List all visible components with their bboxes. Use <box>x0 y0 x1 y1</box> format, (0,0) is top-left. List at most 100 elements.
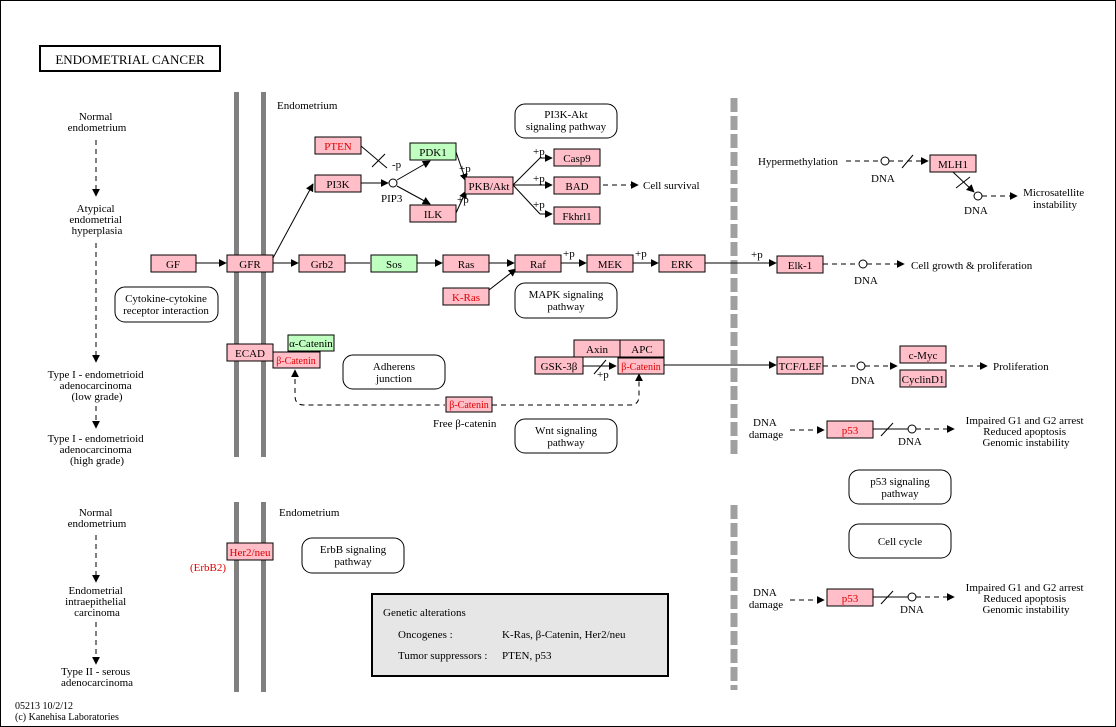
svg-text:β-Catenin: β-Catenin <box>449 400 489 411</box>
gene-grb2[interactable]: Grb2 <box>298 254 346 273</box>
label-dna-damage-top: DNA damage <box>749 417 783 441</box>
legend-oncogenes-value: K-Ras, β-Catenin, Her2/neu <box>502 629 626 641</box>
svg-text:GF: GF <box>166 259 180 271</box>
gene-pi3k[interactable]: PI3K <box>314 174 362 193</box>
pathway-erbb[interactable]: ErbB signaling pathway <box>301 537 405 574</box>
pathway-pi3k-akt[interactable]: PI3K-Akt signaling pathway <box>514 103 618 139</box>
footer-code: 05213 10/2/12 <box>15 701 73 712</box>
dna-node-msi <box>973 191 983 201</box>
svg-text:receptor interaction: receptor interaction <box>123 305 209 317</box>
gene-tcf-lef[interactable]: TCF/LEF <box>776 356 824 375</box>
gene-bad[interactable]: BAD <box>553 176 601 195</box>
svg-text:PKB/Akt: PKB/Akt <box>469 181 510 193</box>
gene-gf[interactable]: GF <box>150 254 197 273</box>
gene-casp9[interactable]: Casp9 <box>553 148 601 167</box>
stage-type1-low-grade: Type I - endometrioid adenocarcinoma (lo… <box>48 369 147 403</box>
pathway-wnt[interactable]: Wnt signaling pathway <box>514 418 618 454</box>
legend-oncogenes-label: Oncogenes : <box>398 629 453 641</box>
edge-free-catenin-to-membrane <box>291 369 445 406</box>
stage-type2-serous: Type II - serous adenocarcinoma <box>61 666 133 689</box>
svg-text:+p: +p <box>635 248 647 260</box>
svg-text:Raf: Raf <box>530 259 546 271</box>
gene-beta-catenin-membrane[interactable]: β-Catenin <box>272 351 321 369</box>
pathway-adherens[interactable]: Adherens junction <box>342 354 446 390</box>
svg-text:APC: APC <box>631 344 652 356</box>
gene-beta-catenin-free[interactable]: β-Catenin <box>445 396 493 413</box>
pathway-mapk[interactable]: MAPK signaling pathway <box>514 282 618 319</box>
svg-text:Ras: Ras <box>458 259 475 271</box>
gene-c-myc[interactable]: c-Myc <box>899 345 947 364</box>
gene-raf[interactable]: Raf <box>514 254 562 273</box>
label-cell-growth: Cell growth & proliferation <box>911 260 1033 272</box>
gene-p53-top[interactable]: p53 <box>826 420 874 439</box>
svg-text:+p: +p <box>533 199 545 211</box>
dna-node-tcf <box>856 361 866 371</box>
title-box <box>39 45 221 72</box>
stage-atypical-hyperplasia: Atypical endometrial hyperplasia <box>69 203 124 237</box>
membrane-bar-right-bottom <box>261 502 266 692</box>
membrane-bar-left-top <box>234 92 239 457</box>
svg-text:Grb2: Grb2 <box>311 259 334 271</box>
svg-text:MEK: MEK <box>598 259 623 271</box>
gene-p53-bottom[interactable]: p53 <box>826 588 874 607</box>
gene-gsk-3b[interactable]: GSK-3β <box>534 356 584 375</box>
svg-text:GFR: GFR <box>239 259 261 271</box>
gene-ecad[interactable]: ECAD <box>226 343 274 362</box>
svg-text:Axin: Axin <box>586 344 609 356</box>
gene-pten[interactable]: PTEN <box>314 136 362 155</box>
gene-apc[interactable]: APC <box>619 339 665 358</box>
gene-cyclind1[interactable]: CyclinD1 <box>899 369 947 388</box>
gene-sos[interactable]: Sos <box>370 254 418 273</box>
svg-text:pathway: pathway <box>881 488 919 500</box>
label-hypermethylation: Hypermethylation <box>758 156 839 168</box>
label-erbb2: (ErbB2) <box>190 562 226 574</box>
svg-text:BAD: BAD <box>565 181 588 193</box>
pathway-cytokine[interactable]: Cytokine-cytokine receptor interaction <box>114 286 219 323</box>
svg-text:+p: +p <box>533 146 545 158</box>
svg-text:+p: +p <box>751 249 763 261</box>
gene-fkhrl1[interactable]: Fkhrl1 <box>553 206 601 225</box>
gene-pkb-akt[interactable]: PKB/Akt <box>464 176 514 195</box>
gene-mlh1[interactable]: MLH1 <box>929 154 977 173</box>
dna-node-p53-bottom <box>907 592 917 602</box>
svg-text:β-Catenin: β-Catenin <box>276 356 316 367</box>
svg-text:Cytokine-cytokine: Cytokine-cytokine <box>125 293 207 305</box>
pathway-cell-cycle[interactable]: Cell cycle <box>848 523 952 559</box>
gene-ras[interactable]: Ras <box>442 254 490 273</box>
gene-pdk1[interactable]: PDK1 <box>409 142 457 161</box>
genetic-alterations-legend: Genetic alterations Oncogenes : K-Ras, β… <box>371 593 669 677</box>
gene-ilk[interactable]: ILK <box>409 204 457 223</box>
gene-mek[interactable]: MEK <box>586 254 634 273</box>
svg-text:p53: p53 <box>842 593 859 605</box>
gene-elk-1[interactable]: Elk-1 <box>776 255 824 274</box>
svg-text:+p: +p <box>597 369 609 381</box>
svg-text:TCF/LEF: TCF/LEF <box>779 361 822 373</box>
stage-column-top: Normal endometrium Atypical endometrial … <box>48 111 147 467</box>
svg-text:DNA: DNA <box>854 275 878 287</box>
legend-suppressors-value: PTEN, p53 <box>502 650 552 662</box>
gene-erk[interactable]: ERK <box>658 254 706 273</box>
svg-text:Fkhrl1: Fkhrl1 <box>562 211 591 223</box>
svg-text:c-Myc: c-Myc <box>909 350 938 362</box>
gene-alpha-catenin[interactable]: α-Catenin <box>287 334 335 352</box>
label-free-beta-catenin: Free β-catenin <box>433 418 497 430</box>
stage-normal-bottom: Normal endometrium <box>68 507 127 530</box>
edge-free-catenin-to-complex <box>492 373 643 406</box>
svg-text:PDK1: PDK1 <box>419 147 447 159</box>
endometrium-label-bottom: Endometrium <box>279 507 340 519</box>
gene-her2-neu[interactable]: Her2/neu <box>226 542 274 561</box>
svg-text:Cell cycle: Cell cycle <box>878 536 922 548</box>
svg-text:Wnt signaling: Wnt signaling <box>535 425 598 437</box>
svg-text:GSK-3β: GSK-3β <box>541 361 578 373</box>
gene-k-ras[interactable]: K-Ras <box>442 287 490 306</box>
svg-text:ERK: ERK <box>671 259 693 271</box>
gene-beta-catenin-complex[interactable]: β-Catenin <box>617 357 665 375</box>
svg-text:α-Catenin: α-Catenin <box>289 338 333 350</box>
endometrium-label-top: Endometrium <box>277 100 338 112</box>
membrane-bar-left-bottom <box>234 502 239 692</box>
gene-gfr[interactable]: GFR <box>226 254 274 273</box>
stage-normal-top: Normal endometrium <box>68 111 127 134</box>
pathway-p53[interactable]: p53 signaling pathway <box>848 469 952 505</box>
gene-axin[interactable]: Axin <box>573 339 621 358</box>
